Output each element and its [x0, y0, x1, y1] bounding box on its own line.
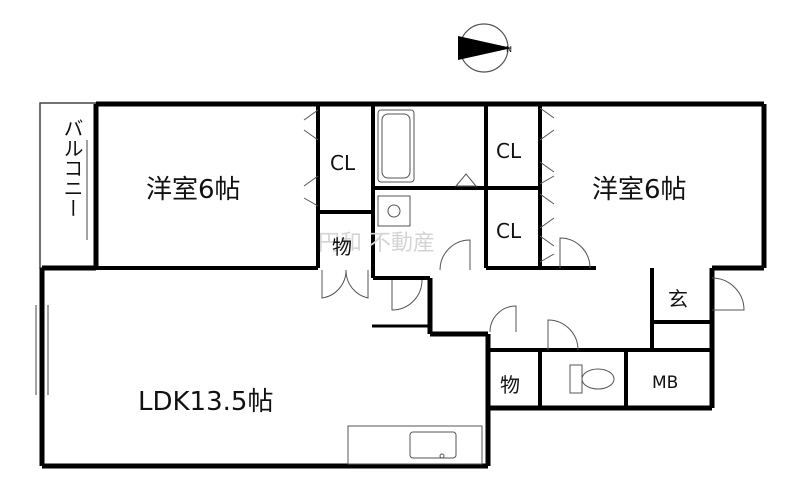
storage-upper-label: 物: [332, 235, 352, 259]
toilet-icon: [569, 364, 615, 394]
watermark: 円和 不動産: [318, 231, 435, 256]
closet-left-label: CL: [330, 151, 356, 175]
closet-right-lower-label: CL: [496, 219, 522, 243]
kitchen-counter-icon: [347, 425, 483, 465]
outer-walls: [39, 101, 767, 469]
storage-lower-label: 物: [500, 373, 520, 397]
closet-right-upper-label: CL: [496, 139, 522, 163]
bathtub-icon: [377, 109, 415, 183]
balcony-label: バルコニー: [60, 118, 84, 218]
washbasin-icon: [377, 195, 411, 227]
entrance-label: 玄: [668, 287, 688, 311]
ldk-window: [35, 305, 49, 395]
interior-walls: [96, 104, 712, 408]
western-room-left-label: 洋室6帖: [146, 175, 241, 205]
meter-box-label: MB: [652, 373, 678, 393]
western-room-right-label: 洋室6帖: [592, 175, 687, 205]
compass-north-label: N: [506, 45, 512, 54]
ldk-label: LDK13.5帖: [138, 387, 273, 417]
hall-step-icon: [454, 173, 478, 187]
door-swings: [303, 107, 745, 351]
compass-icon: N: [458, 23, 512, 73]
